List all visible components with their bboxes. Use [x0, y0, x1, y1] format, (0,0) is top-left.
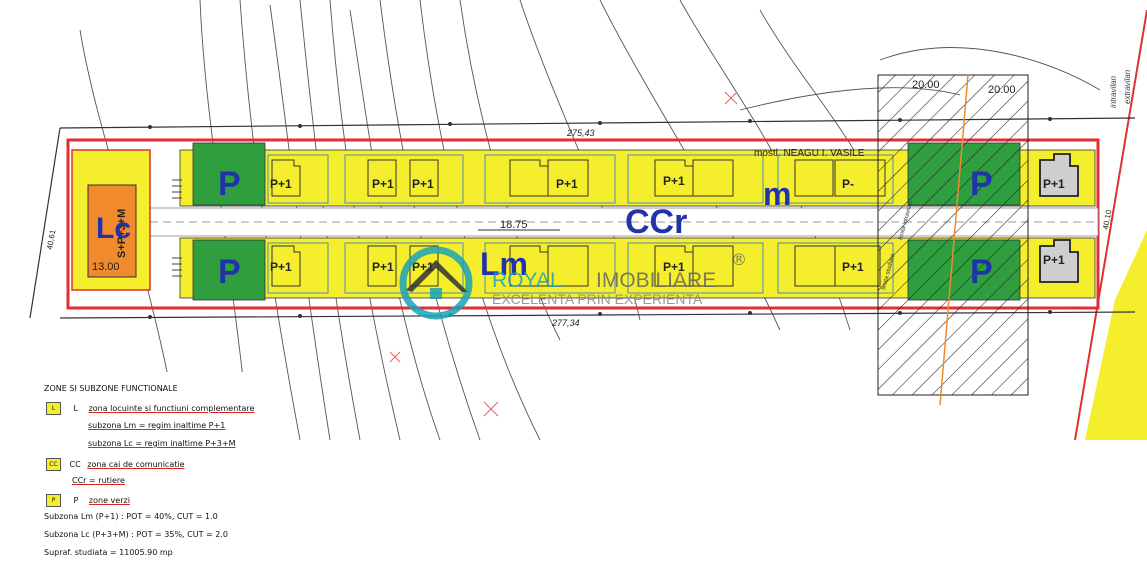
intravilan-label: intravilan — [1109, 75, 1118, 108]
watermark-slogan: EXCELENTA PRIN EXPERIENTA — [492, 291, 703, 307]
house-label: P+1 — [1043, 253, 1065, 267]
house-label: P+1 — [372, 177, 394, 191]
watermark-brand-a: ROYAL — [492, 269, 562, 292]
legend-swatch-l: L — [46, 402, 61, 415]
watermark: ROYAL IMOBILIARE ® EXCELENTA PRIN EXPERI… — [399, 246, 747, 320]
legend-text-lc: subzona Lc = regim inaltime P+3+M — [88, 439, 236, 448]
x-marks — [389, 91, 738, 417]
ccr-zone-label: CCr — [625, 203, 687, 241]
house-label: P+1 — [663, 174, 685, 188]
lc-zone-label: Lc — [96, 212, 131, 245]
house-label: P+1 — [556, 177, 578, 191]
lm-zone-label: Lm — [480, 246, 528, 282]
legend-code-cc: CC — [69, 460, 81, 469]
lc-building — [87, 184, 137, 278]
legend-text-ccr: CCr = rutiere — [72, 476, 125, 485]
green-label-bottom-left: P — [218, 253, 241, 291]
watermark-logo-ring — [399, 246, 473, 320]
green-label-top-right: P — [970, 165, 993, 203]
owner-label: mostl. NEAGU I. VASILE — [754, 148, 865, 159]
top-length-dimension: 275,43 — [566, 128, 595, 138]
window-icon — [430, 288, 442, 299]
house-icon — [406, 260, 468, 292]
legend-pot-lm: Subzona Lm (P+1) : POT = 40%, CUT = 1.0 — [44, 512, 218, 521]
left-width-dimension: 40,61 — [45, 229, 57, 251]
legend-row-p: P P zone verzi — [46, 494, 130, 507]
houses — [271, 159, 886, 287]
legend-title: ZONE SI SUBZONE FUNCTIONALE — [44, 384, 178, 393]
house-label: P+1 — [270, 177, 292, 191]
strip-axis — [939, 74, 969, 406]
lot-width-dimension: 18.75 — [500, 219, 528, 231]
legend-swatch-p: P — [46, 494, 61, 507]
green-zone-top-left — [192, 142, 266, 206]
legend-text-cc: zona cai de comunicatie — [87, 460, 185, 469]
green-zone-bottom-left — [192, 239, 266, 301]
watermark-registered-mark: ® — [731, 250, 747, 269]
legend-pot-lc: Subzona Lc (P+3+M) : POT = 35%, CUT = 2.… — [44, 530, 228, 539]
legend-text-p: zone verzi — [88, 496, 130, 505]
bottom-length-dimension: 277,34 — [551, 318, 580, 328]
house-label: P+1 — [412, 177, 434, 191]
right-width-dimension: 40,10 — [1101, 209, 1113, 231]
house-label: P+1 — [842, 260, 864, 274]
legend-row-cc: CC CC zona cai de comunicatie — [46, 458, 185, 471]
hatched-strip — [877, 74, 1029, 396]
legend-code-l: L — [73, 404, 79, 413]
house-label: P+1 — [663, 260, 685, 274]
house-partial-label: P- — [842, 177, 854, 191]
boundary-red-right — [1074, 9, 1147, 441]
adjacent-zone-right — [1085, 230, 1147, 440]
lc-building-width: 13.00 — [92, 261, 120, 273]
lc-building-label: S+P+3+M — [116, 209, 128, 258]
legend-supraf: Supraf. studiata = 11005.90 mp — [44, 548, 173, 557]
house-label: P+1 — [372, 260, 394, 274]
green-label-top-left: P — [218, 165, 241, 203]
house-label: P+1 — [1043, 177, 1065, 191]
strip-width-b: 20.00 — [988, 84, 1016, 96]
watermark-brand-b: IMOBILIARE — [596, 269, 716, 292]
house-label: P+1 — [270, 260, 292, 274]
legend-text-lm: subzona Lm = regim inaltime P+1 — [88, 421, 226, 430]
strip-width-a: 20.00 — [912, 79, 940, 91]
m-zone-label: m — [763, 176, 791, 212]
green-label-bottom-right: P — [970, 253, 993, 291]
parking-marks — [172, 179, 182, 277]
end-houses — [1039, 153, 1079, 283]
legend-text-l: zona locuinte si functiuni complementare — [88, 404, 255, 413]
legend-swatch-cc: CC — [46, 458, 61, 471]
extravilan-label: extravilan — [1123, 69, 1132, 104]
legend-row-l: L L zona locuinte si functiuni complemen… — [46, 402, 254, 415]
legend-panel: ZONE SI SUBZONE FUNCTIONALE L L zona loc… — [30, 372, 275, 572]
legend-code-p: P — [73, 496, 79, 505]
